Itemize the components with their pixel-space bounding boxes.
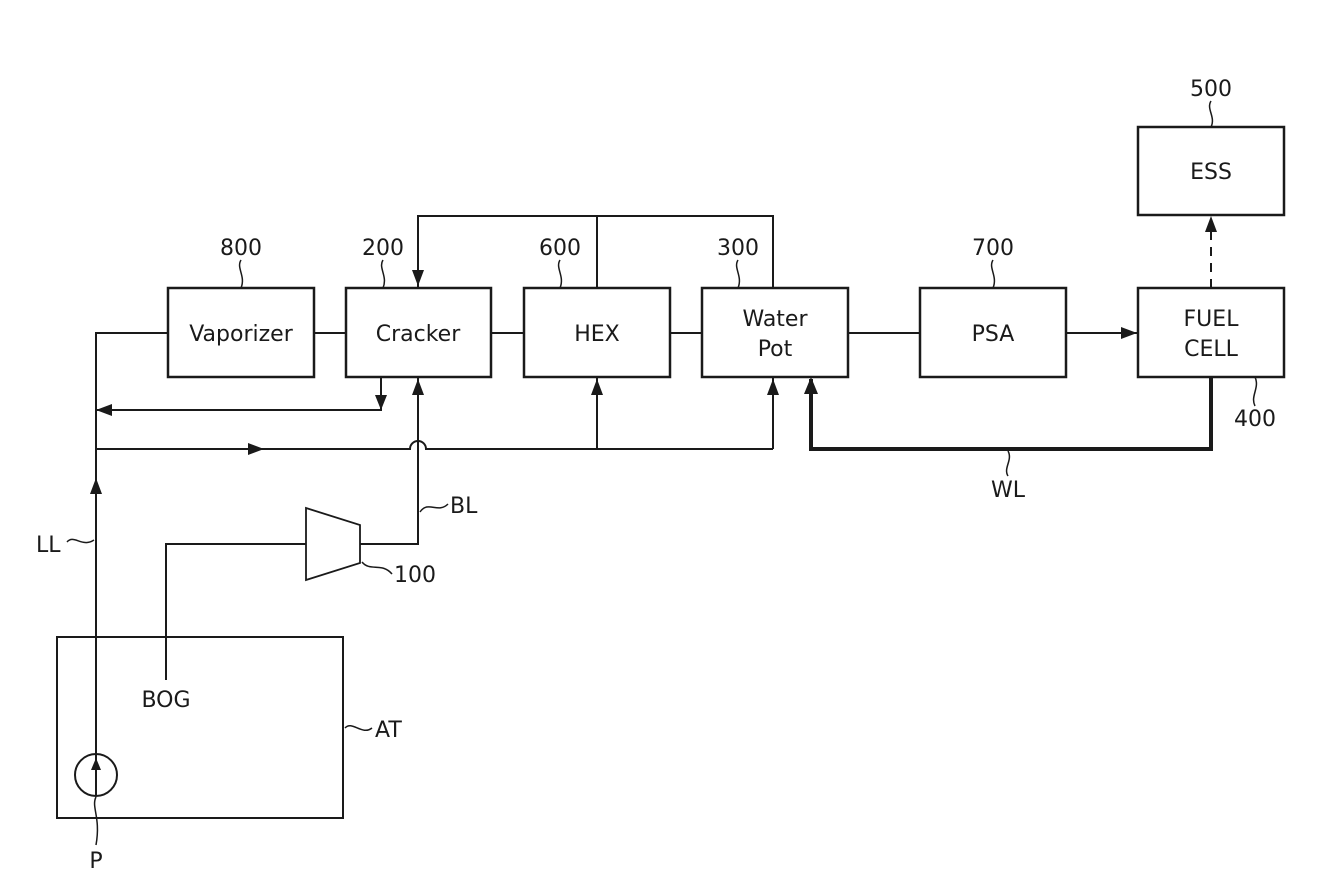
cracker-label: Cracker: [376, 322, 461, 347]
ll-up-arrow: [90, 478, 102, 494]
bl-label: BL: [450, 494, 478, 519]
vaporizer-label: Vaporizer: [189, 322, 293, 347]
distribution-right-arrow: [248, 443, 264, 455]
fuel-cell-label-line1: FUEL: [1184, 307, 1240, 332]
compressor-ref: 100: [394, 563, 436, 588]
tank-at: [57, 637, 343, 818]
water-pot-ref-leader: [737, 260, 740, 288]
psa-ref: 700: [972, 236, 1014, 261]
return-left-arrow: [96, 404, 112, 416]
pump-ref-leader: [95, 797, 98, 845]
psa-label: PSA: [972, 322, 1015, 347]
hex-up-arrow: [591, 379, 603, 395]
compressor-symbol: [306, 508, 360, 580]
water-pot-label-line2: Pot: [758, 337, 793, 362]
cracker-ref-leader: [382, 260, 385, 288]
cracker-return-line: [96, 377, 381, 410]
bl-line: [360, 377, 418, 544]
wl-label: WL: [991, 478, 1026, 503]
distribution-line: [96, 441, 773, 449]
wl-leader: [1007, 451, 1010, 476]
compressor-ref-leader: [362, 562, 392, 574]
wl-up-arrow: [804, 377, 818, 394]
pump-arrow-head: [91, 758, 101, 770]
ll-label: LL: [36, 533, 61, 558]
hex-ref: 600: [539, 236, 581, 261]
ess-label: ESS: [1190, 160, 1232, 185]
bog-line: [166, 544, 306, 680]
tank-ref: AT: [375, 718, 402, 743]
cracker-ref: 200: [362, 236, 404, 261]
water-pot-block: [702, 288, 848, 377]
pump-ref: P: [89, 849, 102, 874]
cracker-down-arrow: [375, 395, 387, 410]
hex-label: HEX: [574, 322, 620, 347]
water-pot-up-arrow: [767, 379, 779, 395]
bog-label: BOG: [141, 688, 190, 713]
fuel-cell-ref-leader: [1254, 377, 1257, 406]
fuel-cell-label-line2: CELL: [1184, 337, 1239, 362]
bl-up-arrow: [412, 379, 424, 395]
bl-leader: [420, 504, 448, 512]
vaporizer-ref-leader: [240, 260, 243, 288]
water-pot-label-line1: Water: [742, 307, 808, 332]
psa-fuel-cell-arrow: [1121, 327, 1137, 339]
psa-ref-leader: [992, 260, 995, 288]
fuel-cell-ref: 400: [1234, 407, 1276, 432]
tank-ref-leader: [345, 726, 372, 731]
water-pot-ref: 300: [717, 236, 759, 261]
recycle-down-arrow: [412, 270, 424, 286]
hex-ref-leader: [559, 260, 562, 288]
vaporizer-ref: 800: [220, 236, 262, 261]
wl-line: [811, 377, 1211, 449]
ess-up-arrow: [1205, 216, 1217, 232]
fuel-cell-block: [1138, 288, 1284, 377]
ess-ref-leader: [1210, 101, 1213, 127]
ll-leader: [67, 539, 94, 542]
ess-ref: 500: [1190, 77, 1232, 102]
